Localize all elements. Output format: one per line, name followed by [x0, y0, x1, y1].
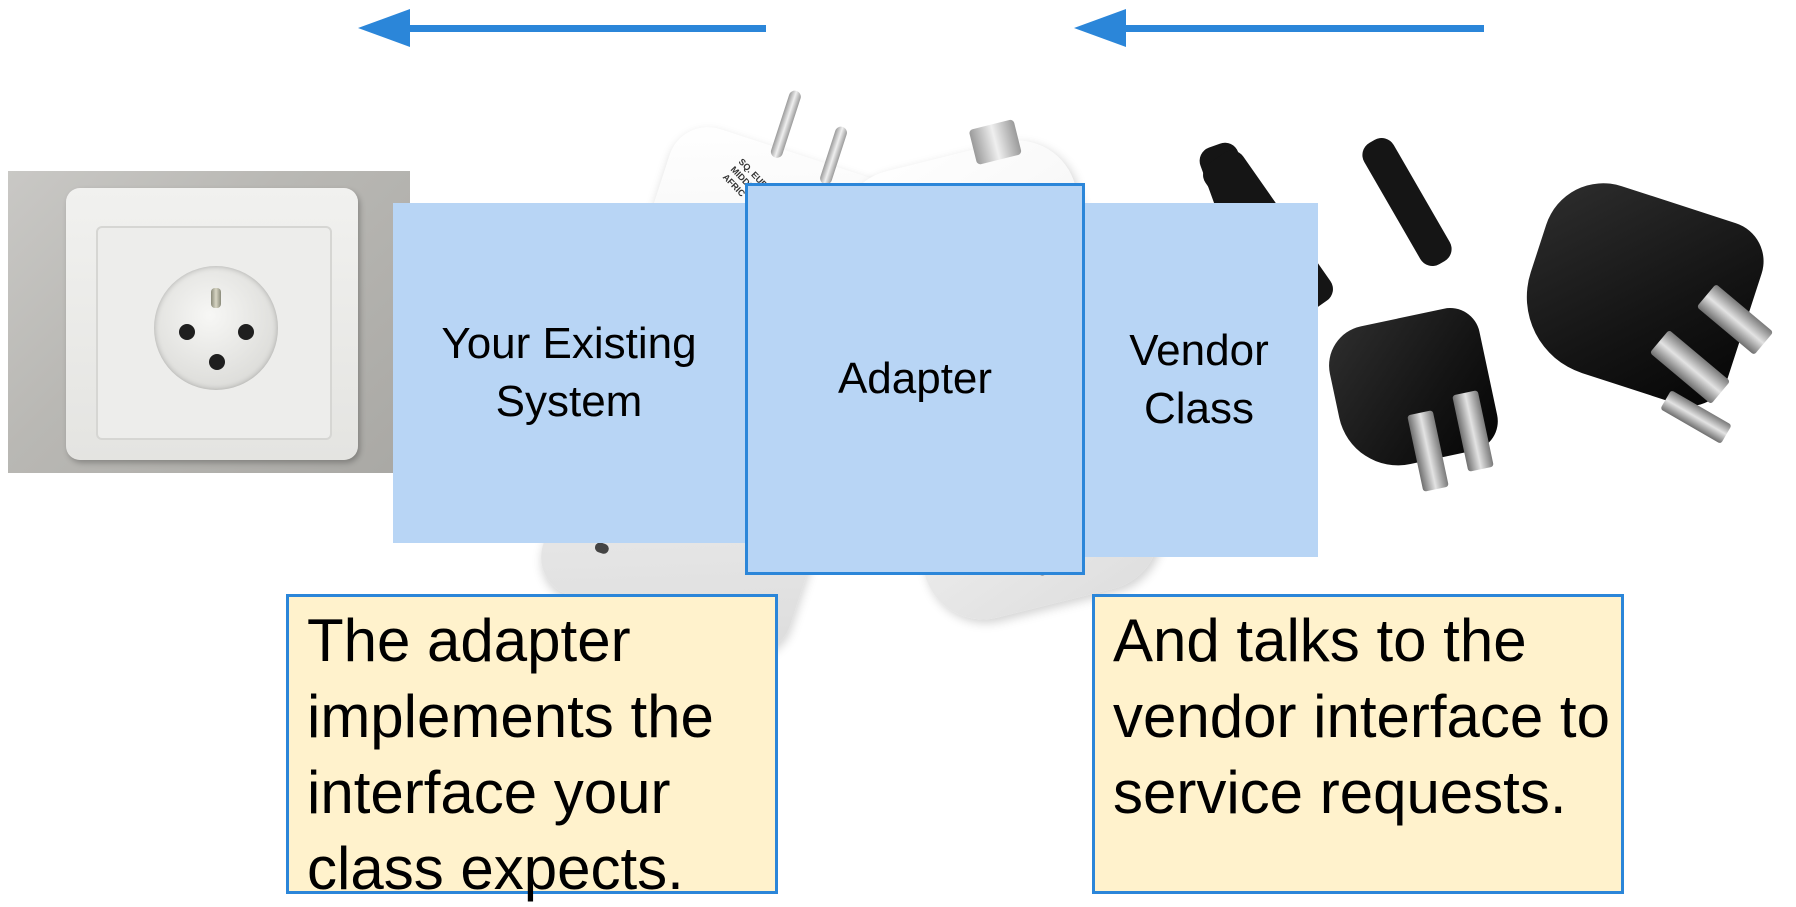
adapter-implements-text: The adapter implements the interface you…	[307, 607, 714, 902]
adapter-box: Adapter	[745, 183, 1085, 575]
existing-system-label: Your Existing System	[441, 319, 697, 426]
vendor-class-box: Vendor Class	[1080, 203, 1318, 557]
adapter-label: Adapter	[837, 354, 993, 403]
outlet-socket	[154, 266, 278, 390]
existing-system-box: Your Existing System	[393, 203, 745, 543]
wall-outlet-image	[8, 171, 410, 473]
outlet-plate	[66, 188, 358, 460]
vendor-interface-note: And talks to the vendor interface to ser…	[1092, 594, 1624, 894]
adapter-implements-note: The adapter implements the interface you…	[286, 594, 778, 902]
vendor-interface-text: And talks to the vendor interface to ser…	[1113, 607, 1610, 826]
outlet-inner-frame	[96, 226, 332, 440]
vendor-class-label: Vendor Class	[1129, 326, 1269, 433]
